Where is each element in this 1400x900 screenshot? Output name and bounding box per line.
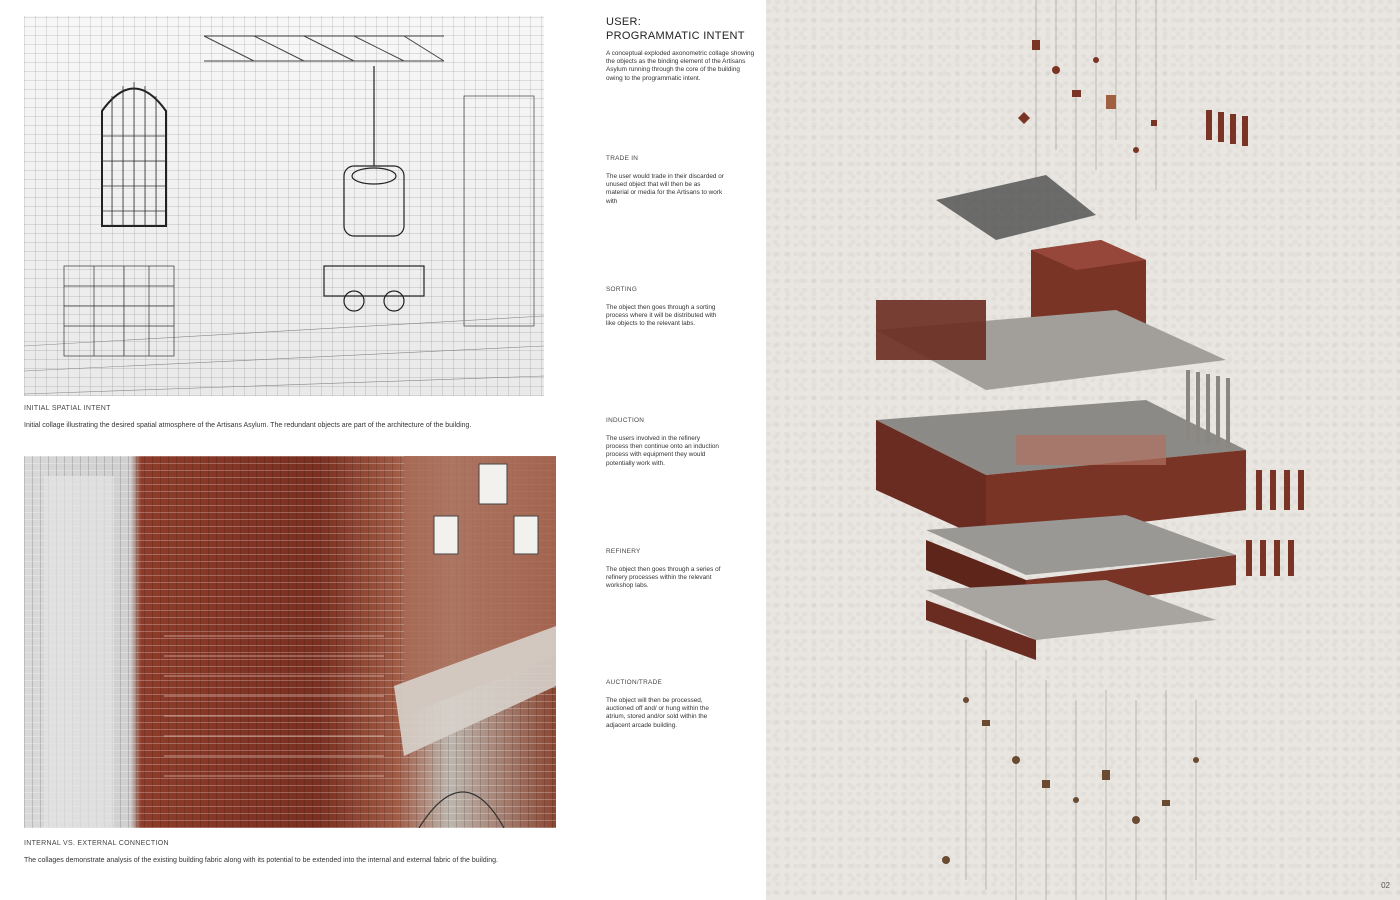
lower-floor-slab [926, 580, 1216, 640]
exploded-axonometric-panel: 02 [766, 0, 1400, 900]
step-induction-title: INDUCTION [606, 417, 645, 424]
page-heading: USER: PROGRAMMATIC INTENT [606, 15, 756, 43]
hanging-objects-bottom [942, 697, 1199, 864]
brick-collage-drawing [44, 456, 556, 828]
step-refinery-title: REFINERY [606, 548, 641, 555]
internal-external-connection-image [24, 456, 556, 828]
initial-spatial-intent-image [24, 16, 544, 396]
step-auction-trade-title: AUCTION/TRADE [606, 679, 663, 686]
sketch-collage-drawing [24, 35, 544, 395]
step-sorting-body: The object then goes through a sorting p… [606, 304, 717, 328]
step-refinery-body: The object then goes through a series of… [606, 566, 721, 590]
figure-1-title: INITIAL SPATIAL INTENT [24, 405, 111, 412]
hanging-strings [965, 0, 1197, 900]
step-trade-in-body: The user would trade in their discarded … [606, 173, 724, 205]
heading-line-1: USER: [606, 16, 642, 28]
figure-1-caption: Initial collage illustrating the desired… [24, 422, 472, 429]
wall-fragments [1206, 110, 1304, 576]
page-number: 02 [1381, 881, 1390, 890]
figure-2-caption: The collages demonstrate analysis of the… [24, 857, 498, 864]
step-sorting-title: SORTING [606, 286, 638, 293]
hanging-objects-top [1018, 40, 1157, 153]
exploded-axonometric-drawing [876, 0, 1304, 900]
louvres [1186, 370, 1230, 448]
step-auction-trade-body: The object will then be processed, aucti… [606, 697, 709, 729]
figure-2-title: INTERNAL VS. EXTERNAL CONNECTION [24, 840, 169, 847]
heading-line-2: PROGRAMMATIC INTENT [606, 30, 745, 42]
middle-brick-floor [986, 450, 1246, 540]
step-induction-body: The users involved in the refinery proce… [606, 435, 719, 467]
step-trade-in-title: TRADE IN [606, 155, 639, 162]
intro-paragraph: A conceptual exploded axonometric collag… [606, 50, 755, 82]
